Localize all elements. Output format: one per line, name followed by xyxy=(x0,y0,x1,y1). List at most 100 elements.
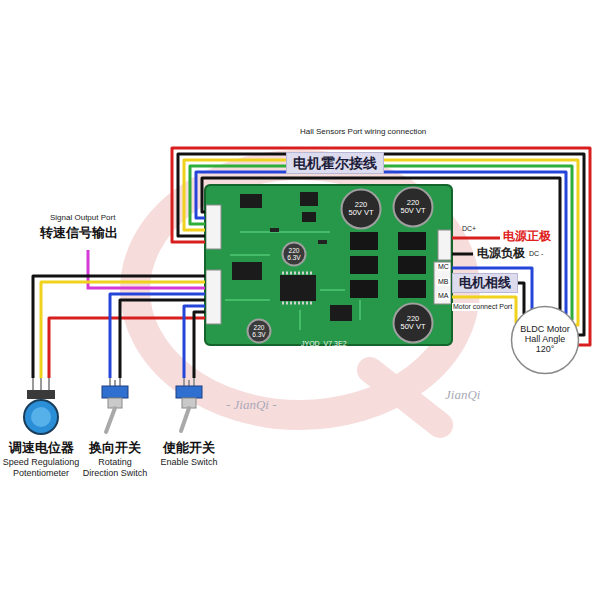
wire-bundle xyxy=(33,276,205,378)
part-title: 换向开关 xyxy=(80,440,150,457)
ic-pins xyxy=(282,302,314,305)
mosfet xyxy=(398,232,426,250)
watermark: JianQi xyxy=(445,388,480,403)
power-label: 电源负极 xyxy=(477,247,525,261)
capacitor: 220 6.3V xyxy=(246,318,272,344)
pin-name: MC xyxy=(437,263,450,271)
mosfet xyxy=(350,280,378,298)
part-caption: Enable Switch xyxy=(154,457,224,468)
watermark: - JianQi - xyxy=(226,398,277,413)
capacitor-rating: 220 50V VT xyxy=(400,315,426,332)
pin-name: MB xyxy=(437,278,450,286)
direction-switch: 换向开关Rotating Direction Switch xyxy=(80,378,150,478)
watermark-tail xyxy=(370,370,440,425)
regulator xyxy=(232,262,262,280)
capacitor-top xyxy=(342,190,381,229)
mosfet xyxy=(398,256,426,274)
wire xyxy=(452,297,516,323)
text-box: 220 50V VT xyxy=(340,188,382,230)
capacitor-rating: 220 6.3V xyxy=(285,247,303,261)
port-caption: Motor connect Port xyxy=(452,303,513,311)
pot-body xyxy=(27,390,55,399)
capacitor: 220 50V VT xyxy=(340,188,382,230)
transistor xyxy=(300,192,318,206)
pin-name: DC - xyxy=(529,250,543,258)
wire-bundle xyxy=(452,268,532,323)
wire xyxy=(120,300,205,378)
text-box: 220 50V VT xyxy=(392,186,434,228)
enable-switch: 使能开关Enable Switch xyxy=(154,378,224,468)
part-caption: Speed Regulationg Potentiometer xyxy=(2,457,80,479)
mosfet xyxy=(350,232,378,250)
pot-legs xyxy=(33,378,49,392)
bldc-motor: BLDC Motor Hall Angle 120° xyxy=(510,305,580,375)
pcb-trace xyxy=(225,232,360,330)
switch-lever xyxy=(181,408,189,431)
capacitor-rating: 220 50V VT xyxy=(348,201,374,218)
wire xyxy=(202,178,560,310)
port-caption: Signal Output Port xyxy=(50,213,115,222)
chip xyxy=(240,194,262,208)
driver-board: 220 50V VT 220 50V VT 220 50V VT 220 6.3V 22… xyxy=(205,185,452,345)
capacitor-rating: 220 6.3V xyxy=(250,324,268,338)
wire-label: 电机霍尔接线 xyxy=(286,152,384,174)
dc-minus-wire xyxy=(452,253,473,256)
text-box: 220 6.3V xyxy=(246,318,272,344)
resistor xyxy=(318,240,327,244)
wire xyxy=(110,294,205,378)
capacitor-top xyxy=(394,304,433,343)
switch-body xyxy=(102,386,128,398)
board-marking: JYQD_V7.3E2 xyxy=(301,340,347,347)
board-marking-box: JYQD_V7.3E2 xyxy=(301,332,347,350)
wire xyxy=(41,282,205,378)
wire xyxy=(33,276,205,378)
part-title: 调速电位器 xyxy=(2,440,80,457)
pot-knob-top xyxy=(31,407,51,427)
capacitor: 220 50V VT xyxy=(392,302,434,344)
ic-pins xyxy=(282,272,314,275)
wire-bundle xyxy=(110,294,205,378)
text-box: 220 50V VT xyxy=(392,302,434,344)
phase-terminal xyxy=(434,262,451,304)
pot-knob xyxy=(24,400,58,434)
hall-connector xyxy=(206,205,221,249)
pin-name: MA xyxy=(437,292,450,300)
capacitor-top xyxy=(394,188,433,227)
wire xyxy=(196,172,566,314)
port-caption: Hall Sensors Port wiring connection xyxy=(300,127,426,136)
switch-body xyxy=(176,386,202,398)
mosfet xyxy=(350,256,378,274)
wire-label: 电机相线 xyxy=(452,273,518,294)
wire xyxy=(178,154,584,335)
dc-plus-wire xyxy=(452,237,500,240)
capacitor-top xyxy=(248,320,271,343)
power-label: 电源正极 xyxy=(503,230,551,244)
resistor xyxy=(270,228,279,232)
wire-bundle xyxy=(184,306,205,378)
port-title: 转速信号输出 xyxy=(40,226,118,241)
motor-label: BLDC Motor Hall Angle 120° xyxy=(517,325,573,355)
motor-body xyxy=(512,307,579,374)
capacitor-rating: 220 50V VT xyxy=(400,199,426,216)
pcb-board xyxy=(205,185,452,345)
part-title: 使能开关 xyxy=(154,440,224,457)
switch-lever xyxy=(106,408,115,432)
capacitor: 220 50V VT xyxy=(392,186,434,228)
power-terminal xyxy=(438,230,451,260)
pin-name: DC+ xyxy=(462,225,476,233)
transistor xyxy=(302,212,316,222)
potentiometer: 调速电位器Speed Regulationg Potentiometer xyxy=(2,378,80,478)
control-connector xyxy=(206,270,221,324)
mosfet xyxy=(398,280,426,298)
capacitor: 220 6.3V xyxy=(281,241,307,267)
wire xyxy=(194,312,205,378)
chip xyxy=(330,305,352,321)
part-caption: Rotating Direction Switch xyxy=(80,457,150,479)
wire xyxy=(49,318,205,378)
text-box: BLDC Motor Hall Angle 120° xyxy=(510,305,580,375)
driver-ic xyxy=(280,275,316,301)
